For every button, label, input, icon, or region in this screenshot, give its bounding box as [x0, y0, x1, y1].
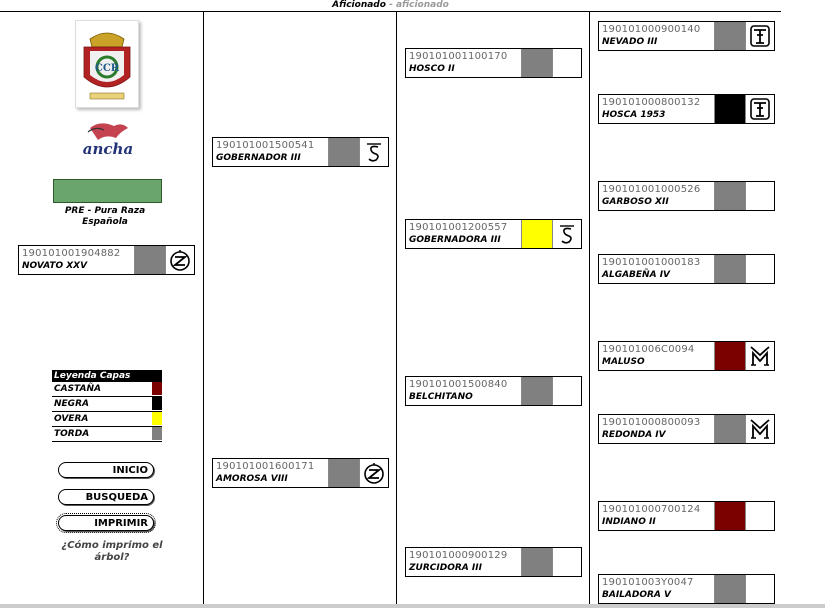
- brand-empty: [746, 182, 774, 210]
- coat-color-swatch: [135, 246, 166, 274]
- ym-icon: [746, 342, 774, 370]
- legend-item: CASTAÑA: [52, 382, 162, 397]
- tf-icon: [746, 95, 774, 123]
- legend-swatch: [152, 397, 162, 410]
- coat-color-swatch: [715, 415, 746, 443]
- coat-color-swatch: [715, 95, 746, 123]
- coat-color-swatch: [715, 575, 746, 603]
- s-icon: [360, 138, 388, 166]
- column-divider: [203, 12, 204, 608]
- legend-swatch: [152, 382, 162, 395]
- breed-label: PRE - Pura Raza Española: [64, 206, 146, 227]
- coat-color-swatch: [522, 49, 553, 77]
- brand-empty: [553, 49, 581, 77]
- coat-color-swatch: [715, 502, 746, 530]
- legend-title: Leyenda Capas: [52, 370, 162, 382]
- coat-color-swatch: [715, 182, 746, 210]
- legend-item: OVERA: [52, 412, 162, 427]
- busqueda-button[interactable]: BUSQUEDA: [58, 489, 154, 505]
- legend-swatch: [152, 427, 162, 440]
- ym-icon: [746, 415, 774, 443]
- coat-color-swatch: [329, 459, 360, 487]
- coat-color-legend: Leyenda Capas CASTAÑA NEGRA OVERA TORDA: [52, 370, 162, 442]
- inicio-button[interactable]: INICIO: [58, 462, 154, 478]
- imprimir-button[interactable]: IMPRIMIR: [56, 513, 156, 533]
- column-divider: [396, 12, 397, 608]
- column-divider: [589, 12, 590, 608]
- brand-empty: [746, 575, 774, 603]
- coat-color-swatch: [715, 342, 746, 370]
- page-subtitle: aficionado: [395, 0, 449, 10]
- ancce-logo: ancha: [70, 118, 148, 166]
- coat-color-swatch: [715, 255, 746, 283]
- brand-empty: [746, 502, 774, 530]
- coat-color-swatch: [522, 220, 553, 248]
- page-title: Aficionado: [332, 0, 386, 10]
- print-help-link[interactable]: ¿Cómo imprimo el árbol?: [61, 540, 163, 563]
- z-icon: [166, 246, 194, 274]
- brand-empty: [553, 548, 581, 576]
- s-icon: [553, 220, 581, 248]
- legend-item: TORDA: [52, 427, 162, 442]
- tf-icon: [746, 22, 774, 50]
- brand-empty: [553, 377, 581, 405]
- legend-item: NEGRA: [52, 397, 162, 412]
- page-header: Aficionado - aficionado: [0, 0, 781, 12]
- brand-empty: [746, 255, 774, 283]
- breed-color-bar: [53, 179, 162, 203]
- coat-color-swatch: [522, 377, 553, 405]
- svg-text:ancha: ancha: [83, 140, 133, 158]
- bottom-border: [0, 604, 825, 608]
- coat-color-swatch: [522, 548, 553, 576]
- legend-swatch: [152, 412, 162, 425]
- coat-color-swatch: [715, 22, 746, 50]
- z-icon: [360, 459, 388, 487]
- association-crest-logo: CCR: [75, 20, 139, 108]
- svg-text:CCR: CCR: [95, 63, 120, 74]
- coat-color-swatch: [329, 138, 360, 166]
